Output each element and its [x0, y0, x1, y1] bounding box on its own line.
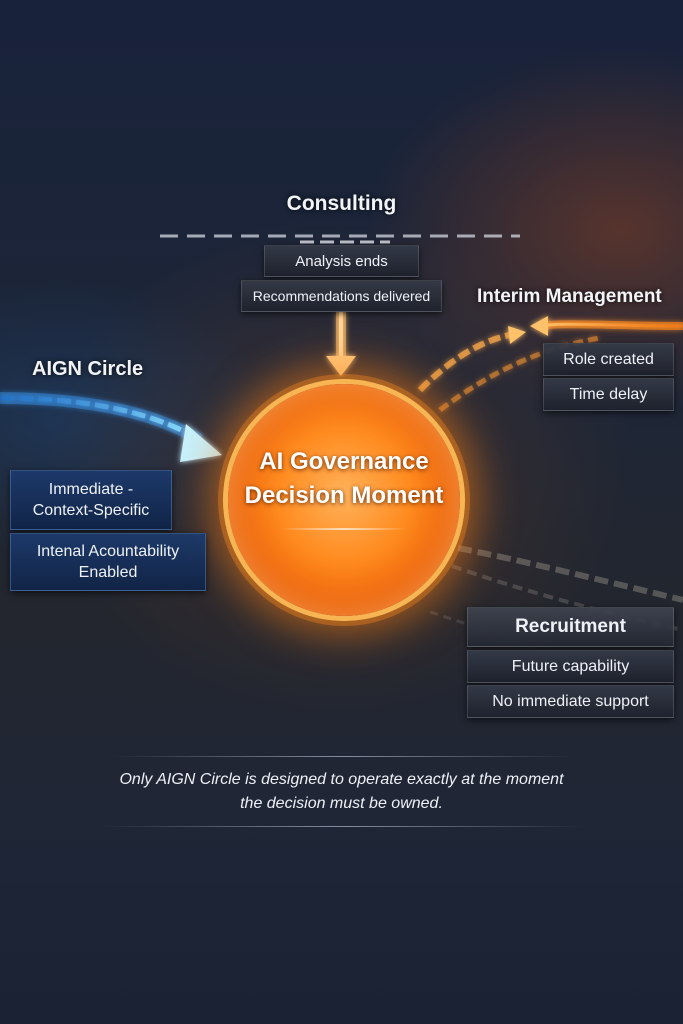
recruitment-item-no-support: No immediate support	[467, 685, 674, 718]
interim-item-delay: Time delay	[543, 378, 674, 411]
aign-item-accountability-line2: Enabled	[78, 564, 138, 581]
decision-moment-label: AI Governance Decision Moment	[228, 445, 460, 513]
aign-arrow	[0, 392, 222, 462]
aign-item-accountability: Intenal Acountability Enabled	[10, 533, 206, 591]
consulting-track	[160, 234, 520, 244]
aign-item-immediate-line2: Context-Specific	[32, 502, 150, 519]
consulting-item-analysis: Analysis ends	[264, 245, 419, 277]
aign-item-immediate-line1: Immediate -	[48, 481, 134, 498]
decision-moment-line2: Decision Moment	[244, 482, 444, 509]
interim-item-role: Role created	[543, 343, 674, 376]
consulting-title: Consulting	[286, 192, 397, 215]
interim-title: Interim Management	[477, 286, 662, 307]
footer-rule-bottom	[100, 826, 584, 827]
consulting-arrow	[326, 312, 356, 376]
footer-line2: the decision must be owned.	[240, 795, 443, 812]
footer-line1: Only AIGN Circle is designed to operate …	[119, 771, 564, 788]
recruitment-item-future: Future capability	[467, 650, 674, 683]
recruitment-title: Recruitment	[467, 607, 674, 647]
aign-item-immediate: Immediate - Context-Specific	[10, 470, 172, 530]
footer-statement: Only AIGN Circle is designed to operate …	[0, 768, 683, 816]
aign-title: AIGN Circle	[32, 358, 144, 380]
aign-item-accountability-line1: Intenal Acountability	[36, 543, 180, 560]
consulting-item-recommendations: Recommendations delivered	[241, 280, 442, 312]
footer-rule-top	[112, 756, 572, 757]
decision-moment-line1: AI Governance	[259, 448, 429, 475]
decision-moment-underline	[280, 528, 408, 530]
decision-moment-node	[228, 384, 460, 616]
